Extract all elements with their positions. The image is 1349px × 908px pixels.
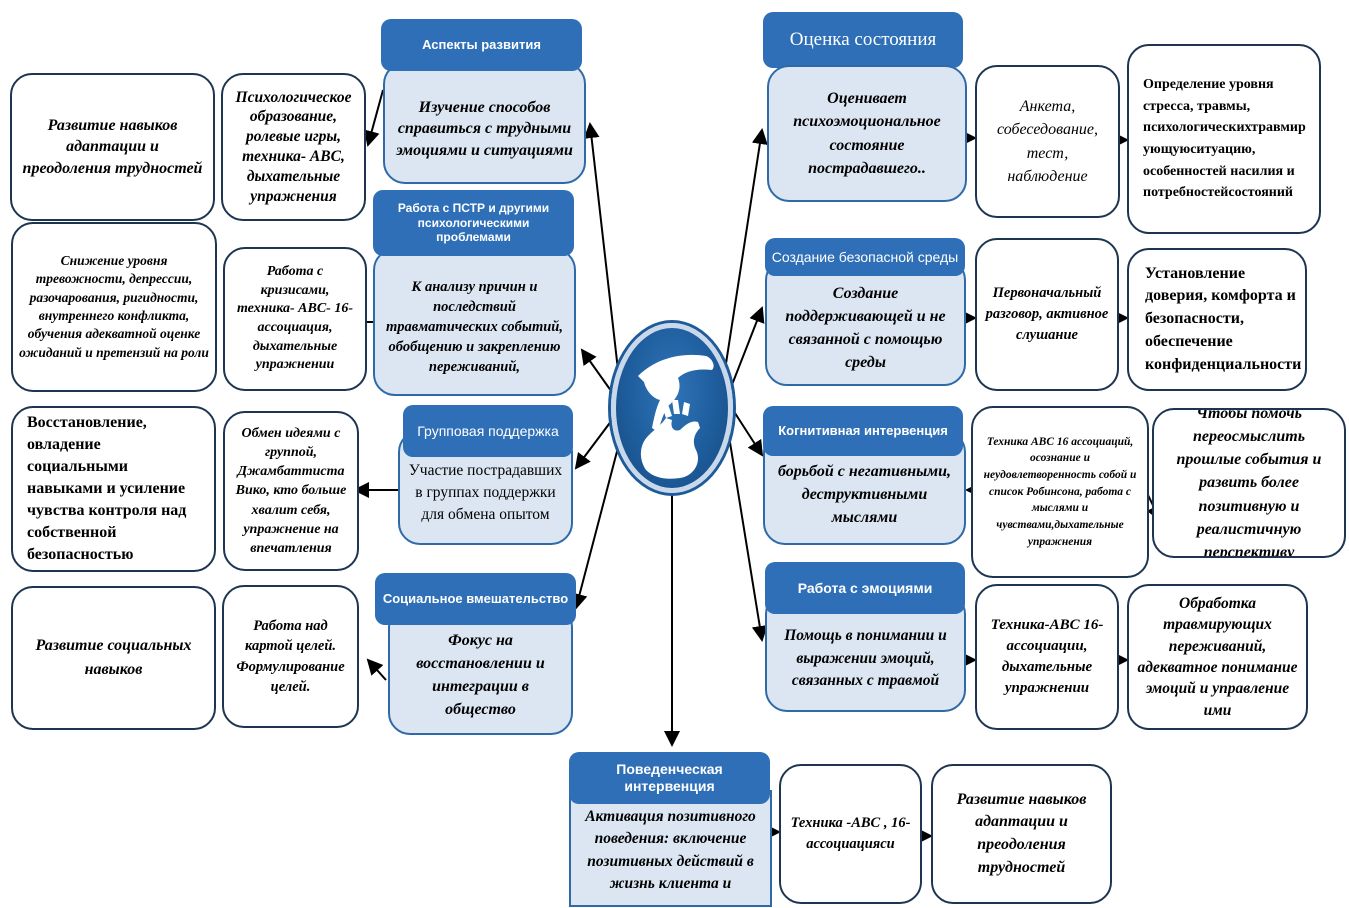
left-row2-main: К анализу причин и последствий травматич… [373,248,576,396]
left-row1-main: Изучение способов справиться с трудными … [383,62,586,184]
arrow-center-right-1 [724,128,768,371]
right-row4-result: Обработка травмирующих переживаний, адек… [1127,584,1308,730]
left-row2-header: Работа с ПСТР и другими психологическими… [373,190,574,256]
right-row4-method: Техника-ABC 16-ассоциации, дыхательные у… [975,584,1119,730]
arrow-center-left-2 [580,348,615,396]
right-row1-main: Оценивает психоэмоциональное состояние п… [767,65,967,202]
hands-icon [638,354,714,479]
left-row3-result: Восстановление, овладение социальными на… [11,406,216,572]
left-row1-method: Психологическое образование, ролевые игр… [221,73,366,221]
right-row1-result: Определение уровня стресса, травмы, псих… [1127,44,1321,234]
bottom-method: Техника -ABC , 16- ассоциацияси [779,764,922,904]
arrow-l1 [363,89,384,147]
left-row4-header: Социальное вмешательство [375,573,576,625]
bottom-result: Развитие навыков адаптации и преодоления… [931,764,1112,904]
arrow-center-left-1 [583,122,619,371]
right-row3-method: Техника ABC 16 ассоциаций, осознание и н… [971,406,1149,578]
bottom-header: Поведенческая интервенция [569,752,770,804]
right-row3-header: Когнитивная интервенция [763,406,963,456]
left-row4-result: Развитие социальных навыков [11,586,216,730]
arrow-l4 [366,658,387,681]
right-row2-main: Создание поддерживающей и не связанной с… [765,258,966,386]
right-row3-result: Чтобы помочь переосмыслить прошлые событ… [1152,408,1346,558]
left-row3-method: Обмен идеями с группой, Джамбаттиста Вик… [223,411,359,571]
arrow-center-left-3 [574,419,613,470]
arrow-center-left-4 [571,439,621,610]
left-row1-result: Развитие навыков адаптации и преодоления… [10,73,215,221]
left-row2-method: Работа с кризисами, техника- ABC- 16-асс… [223,247,367,391]
bottom-main: Активация позитивного поведения: включен… [569,790,772,907]
left-row3-header: Групповая поддержка [403,405,573,457]
arrow-center-right-2 [727,306,765,396]
center-emblem [611,323,733,493]
right-row4-header: Работа с эмоциями [765,562,965,614]
left-row4-main: Фокус на восстановлении и интеграции в о… [388,605,573,735]
left-row2-result: Снижение уровня тревожности, депрессии, … [11,222,217,392]
arrow-center-right-4 [727,429,768,642]
left-row1-header: Аспекты развития [381,19,582,71]
right-row2-method: Первоначальный разговор, активное слушан… [975,238,1119,391]
right-row1-header: Оценка состояния [763,12,963,68]
right-row1-method: Анкета, собеседование, тест, наблюдение [975,65,1120,218]
right-row2-result: Установление доверия, комфорта и безопас… [1127,248,1307,391]
right-row2-header: Создание безопасной среды [765,238,965,276]
left-row4-method: Работа над картой целей. Формулирование … [222,585,359,728]
arrow-center-right-3 [732,409,764,457]
